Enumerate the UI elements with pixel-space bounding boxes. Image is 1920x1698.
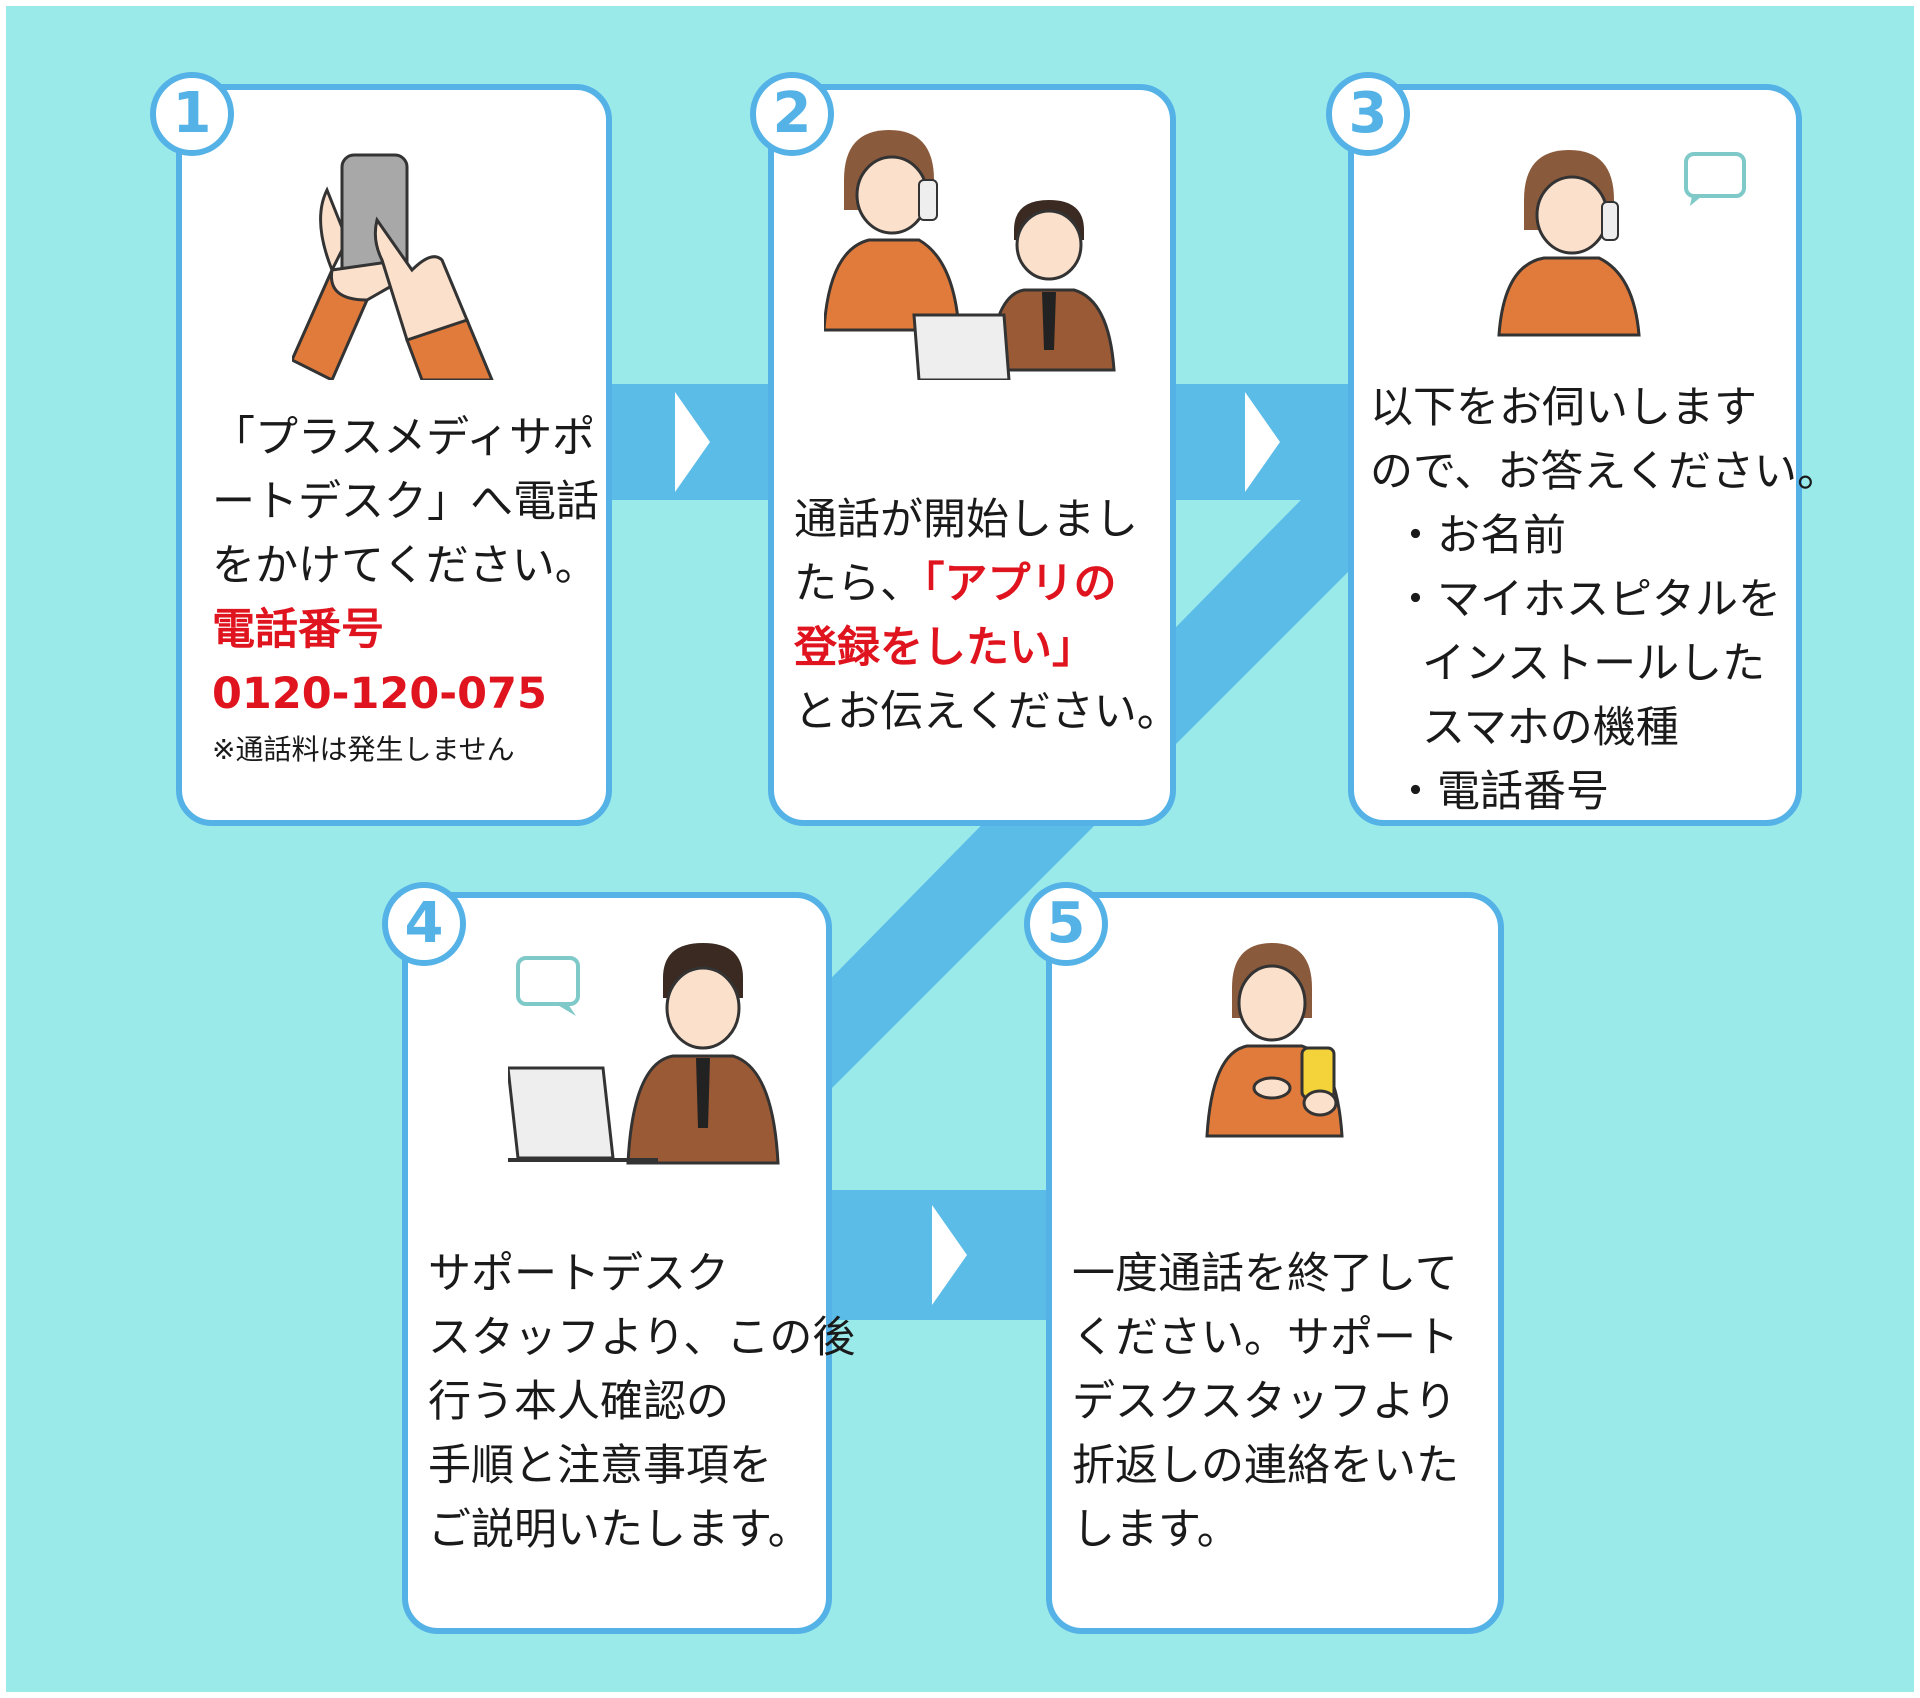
step-card-5: 一度通話を終了して ください。サポート デスクスタッフより 折返しの連絡をいた … (1046, 892, 1504, 1634)
step-badge-3: 3 (1326, 72, 1410, 156)
step4-line-1: サポートデスク (428, 1249, 729, 1299)
step2-line-3-highlight: 登録をしたい」 (794, 623, 1095, 673)
phone-number-label: 電話番号 (212, 605, 384, 655)
arrow-1-2-icon (675, 392, 710, 492)
step-badge-2: 2 (750, 72, 834, 156)
step3-bullet-app-1: ・マイホスピタルを (1394, 575, 1781, 625)
phone-number: 0120-120-075 (212, 669, 547, 719)
woman-on-phone-speech-bubble-icon (1497, 150, 1746, 337)
step-badge-4: 4 (382, 882, 466, 966)
step1-line-2: ートデスク」へ電話 (212, 477, 599, 527)
step2-line-2: たら、「アプリの (794, 552, 1180, 616)
arrow-4-5-icon (932, 1205, 967, 1305)
step3-bullet-app-3: スマホの機種 (1422, 703, 1679, 753)
step-card-4: サポートデスク スタッフより、この後 行う本人確認の 手順と注意事項を ご説明い… (402, 892, 855, 1634)
step1-line-3: をかけてください。 (212, 541, 598, 591)
step3-bullet-phone: ・電話番号 (1394, 767, 1609, 817)
step1-line-1: 「プラスメディサポ (212, 413, 596, 463)
step4-line-2: スタッフより、この後 (428, 1313, 856, 1363)
step-card-2: 通話が開始しまし たら、「アプリの 登録をしたい」 とお伝えください。 (768, 84, 1180, 826)
step5-line-2: ください。サポート (1072, 1313, 1459, 1363)
hands-holding-smartphone-icon (292, 153, 494, 380)
step3-intro-2: ので、お答えください。 (1370, 447, 1840, 497)
step3-intro-1: 以下をお伺いします (1370, 383, 1757, 433)
step-badge-1: 1 (150, 72, 234, 156)
step3-bullet-app-2: インストールした (1422, 639, 1766, 689)
call-fee-note: ※通話料は発生しません (212, 733, 515, 766)
step5-line-4: 折返しの連絡をいた (1072, 1441, 1459, 1491)
support-staff-headset-laptop-icon (508, 943, 780, 1165)
step2-line-2-highlight: 「アプリの (923, 559, 1117, 609)
step-card-3: 以下をお伺いします ので、お答えください。 ・お名前 ・マイホスピタルを インス… (1348, 84, 1840, 826)
step5-line-3: デスクスタッフより (1072, 1377, 1457, 1427)
arrow-2-3-icon (1245, 392, 1280, 492)
step-card-1: 「プラスメディサポ ートデスク」へ電話 をかけてください。 電話番号 0120-… (176, 84, 612, 826)
step5-line-1: 一度通話を終了して (1072, 1249, 1458, 1299)
step5-line-5: します。 (1072, 1505, 1240, 1555)
woman-calling-support-staff-icon (824, 130, 1116, 380)
step2-line-1: 通話が開始しまし (794, 495, 1138, 545)
step4-line-3: 行う本人確認の (428, 1377, 729, 1427)
step2-line-2-plain: たら、 (794, 559, 923, 609)
woman-using-smartphone-icon (1205, 943, 1344, 1138)
step2-line-4: とお伝えください。 (794, 687, 1180, 737)
step-badge-5: 5 (1024, 882, 1108, 966)
step4-line-5: ご説明いたします。 (428, 1505, 811, 1555)
step4-line-4: 手順と注意事項を (428, 1441, 772, 1491)
step3-bullet-name: ・お名前 (1394, 511, 1566, 561)
